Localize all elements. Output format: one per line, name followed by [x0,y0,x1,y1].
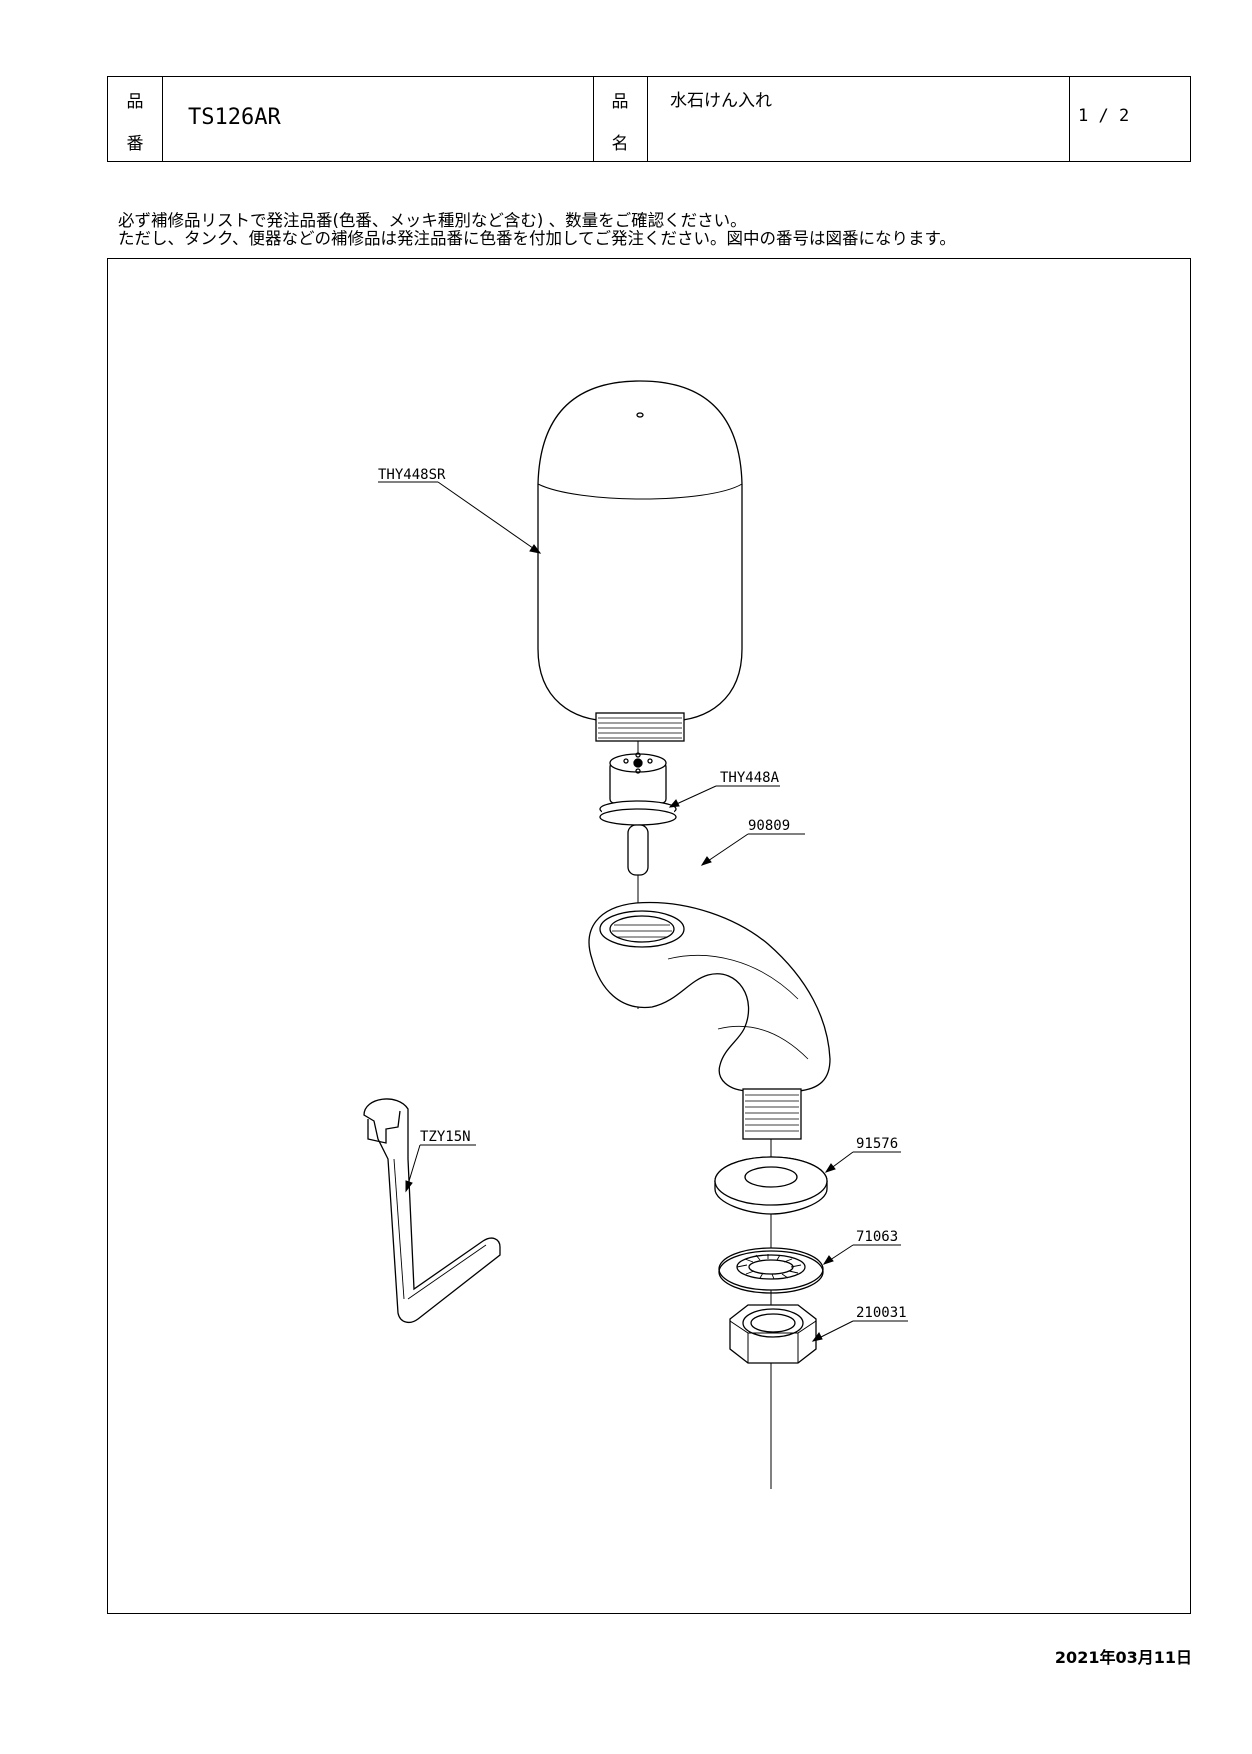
part-no-label: 品 [126,92,144,112]
hex-nut [729,1304,817,1364]
part-no-label: 番 [126,134,144,154]
page-number: 1 / 2 [1078,106,1130,126]
exploded-diagram: THY448SR THY448A 90809 TZY15N 91576 7106… [107,258,1191,1614]
lock-washer [718,1247,824,1294]
part-label: 90809 [748,818,790,834]
title-block: 品 番 TS126AR 品 名 水石けん入れ 1 / 2 [107,76,1191,162]
valve-unit [599,752,677,876]
flat-washer [714,1156,828,1215]
part-label: TZY15N [420,1129,471,1145]
part-label: 91576 [856,1136,898,1152]
divider [162,77,163,161]
divider [647,77,648,161]
part-label: THY448SR [378,467,446,483]
part-name-label: 品 [611,92,629,112]
part-label: THY448A [720,770,780,786]
part-label: 71063 [856,1229,898,1245]
instruction-note: 必ず補修品リストで発注品番(色番、メッキ種別など含む) 、数量をご確認ください。 [118,211,747,230]
instruction-note: ただし、タンク、便器などの補修品は発注品番に色番を付加してご発注ください。図中の… [118,229,956,248]
divider [593,77,594,161]
diagram-canvas: THY448SR THY448A 90809 TZY15N 91576 7106… [363,380,908,1489]
part-name: 水石けん入れ [670,91,772,111]
part-label: 210031 [856,1305,907,1321]
part-number: TS126AR [188,105,281,130]
spanner-wrench [363,1098,501,1324]
leader-lines [378,481,908,1342]
part-name-label: 名 [611,134,629,154]
soap-tank [537,380,743,742]
issue-date: 2021年03月11日 [1054,1648,1192,1667]
divider [1069,77,1070,161]
spout [588,901,831,1140]
